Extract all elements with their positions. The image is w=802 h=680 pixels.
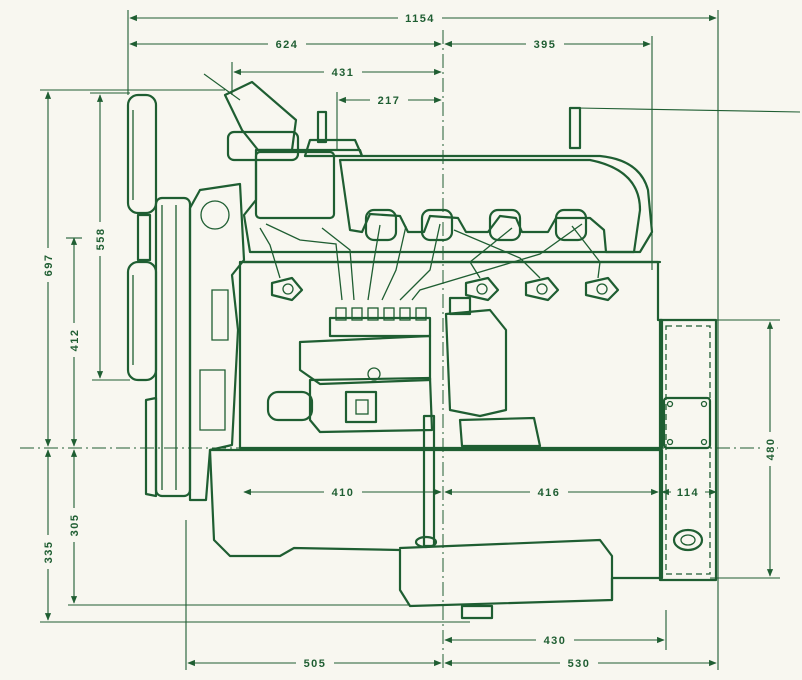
dim-front-to-center: 624 <box>276 39 299 51</box>
engine-outline <box>126 80 718 620</box>
dim-lower-to-sump: 305 <box>69 514 81 537</box>
dim-center-to-rear: 395 <box>534 39 557 51</box>
dim-filler-to-center: 217 <box>378 95 401 107</box>
dim-upper-to-center: 412 <box>69 329 81 352</box>
horizontal-dimensions: 1154 624 395 431 217 410 416 114 430 505… <box>129 10 717 670</box>
fan-blade-upper <box>126 93 158 215</box>
crank-pulley <box>154 196 192 498</box>
dim-base-front: 505 <box>304 658 327 670</box>
dim-intake-to-center: 431 <box>332 67 355 79</box>
cylinder-head <box>242 148 654 254</box>
extension-lines <box>40 10 801 670</box>
dim-front-to-mount: 410 <box>332 487 355 499</box>
dim-flange-offset: 114 <box>677 487 699 499</box>
dim-overall-length: 1154 <box>405 13 435 25</box>
dim-lower-total: 335 <box>43 541 55 564</box>
injectors <box>270 276 620 302</box>
exhaust-manifold <box>338 158 642 254</box>
oil-sump <box>208 448 664 608</box>
fuel-lines <box>259 223 601 301</box>
dim-center-to-rear-mount: 416 <box>538 487 561 499</box>
oil-filler <box>223 80 298 152</box>
injection-pump <box>266 296 542 548</box>
fan-blade-lower <box>126 260 158 382</box>
dim-overall-height: 697 <box>43 254 55 277</box>
flywheel-housing <box>658 318 718 582</box>
dim-base-rear: 530 <box>568 658 591 670</box>
dim-rear-to-center-lower: 430 <box>544 635 567 647</box>
dim-fan-height: 558 <box>95 228 107 251</box>
vertical-dimensions: 697 558 412 335 305 480 <box>41 91 777 621</box>
dim-flange-height: 480 <box>765 438 777 461</box>
